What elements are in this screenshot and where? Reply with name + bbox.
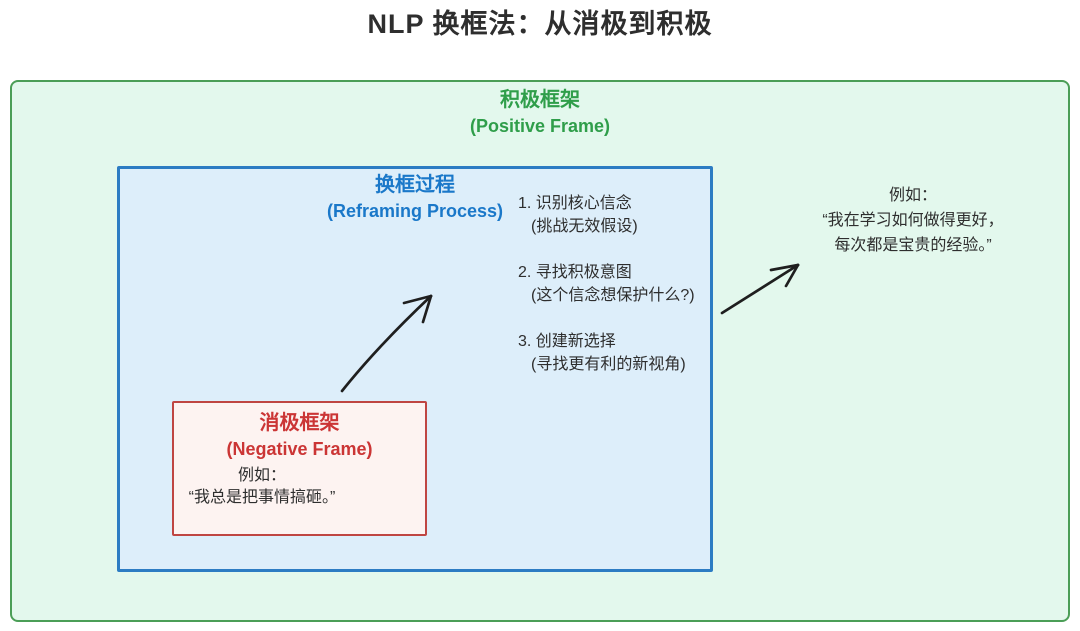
positive-frame-box: 积极框架 (Positive Frame) 换框过程 (Reframing Pr… (10, 80, 1070, 622)
step-1-sub: (挑战无效假设) (531, 218, 638, 235)
negative-example-label: 例如： (237, 467, 286, 484)
step-3-main: 3. 创建新选择 (518, 333, 616, 350)
positive-frame-title-zh: 积极框架 (500, 89, 580, 111)
reframing-process-title-zh: 换框过程 (375, 174, 455, 196)
step-2-main: 2. 寻找积极意图 (518, 264, 632, 281)
negative-example-quote: “我总是把事情搞砸。” (188, 489, 336, 506)
negative-example-text: 例如： “我总是把事情搞砸。” (178, 465, 346, 509)
reframing-step-2: 2. 寻找积极意图 (这个信念想保护什么?) (518, 261, 695, 307)
reframing-process-box: 换框过程 (Reframing Process) 1. 识别核心信念 (挑战无效… (117, 166, 713, 572)
step-1-main: 1. 识别核心信念 (518, 195, 632, 212)
reframing-step-3: 3. 创建新选择 (寻找更有利的新视角) (518, 330, 695, 376)
step-2-sub: (这个信念想保护什么?) (531, 287, 695, 304)
negative-frame-title-zh: 消极框架 (259, 412, 340, 434)
positive-example-text: 例如： “我在学习如何做得更好， 每次都是宝贵的经验。” (788, 183, 1038, 258)
positive-example-quote-line1: “我在学习如何做得更好， (822, 212, 1004, 229)
reframing-process-title-en: (Reframing Process) (326, 201, 504, 221)
reframing-steps-list: 1. 识别核心信念 (挑战无效假设) 2. 寻找积极意图 (这个信念想保护什么?… (518, 192, 695, 399)
positive-example-label: 例如： (888, 187, 937, 204)
reframing-process-header: 换框过程 (Reframing Process) (120, 172, 710, 223)
positive-frame-header: 积极框架 (Positive Frame) (12, 87, 1068, 138)
step-3-sub: (寻找更有利的新视角) (531, 356, 686, 373)
negative-frame-title-en: (Negative Frame) (226, 439, 373, 459)
positive-frame-title-en: (Positive Frame) (469, 116, 611, 136)
negative-frame-box: 消极框架 (Negative Frame) 例如： “我总是把事情搞砸。” (172, 401, 427, 536)
positive-example-quote-line2: 每次都是宝贵的经验。” (834, 237, 992, 254)
negative-frame-header: 消极框架 (Negative Frame) (174, 410, 425, 461)
diagram-title: NLP 换框法：从消极到积极 (367, 9, 713, 39)
reframing-step-1: 1. 识别核心信念 (挑战无效假设) (518, 192, 695, 238)
